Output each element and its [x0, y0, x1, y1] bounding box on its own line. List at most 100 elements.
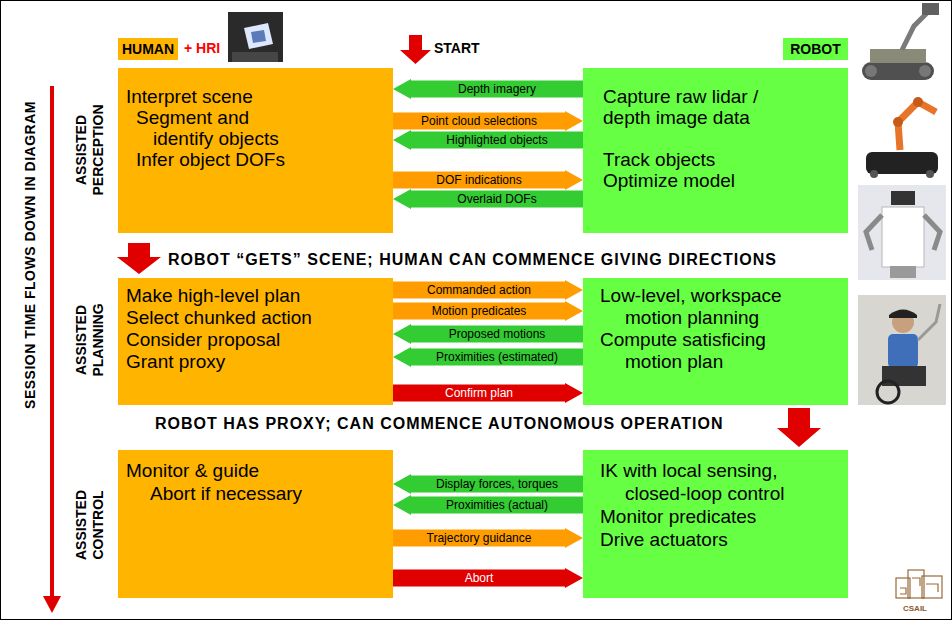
arrow-label: Trajectory guidance	[427, 531, 532, 545]
robot-body	[870, 49, 926, 63]
robot-base	[890, 266, 916, 278]
box-text: Grant proxy	[126, 351, 389, 373]
logo-window	[926, 584, 938, 592]
arm-robot-photo	[866, 97, 938, 178]
box-text: Infer object DOFs	[136, 149, 389, 170]
block-arrow	[393, 111, 583, 131]
box-text: Make high-level plan	[126, 285, 389, 307]
phase-arrow	[777, 408, 821, 447]
robot-head	[922, 3, 939, 15]
robot-task-box: Capture raw lidar / depth image dataTrac…	[583, 68, 848, 233]
block-arrow	[393, 324, 583, 344]
block-arrow	[393, 495, 583, 515]
block-arrow	[393, 528, 583, 548]
hri-tag: + HRI	[184, 40, 220, 57]
logo-window	[912, 578, 920, 586]
robot-arm	[898, 102, 936, 150]
box-text: ROBOT	[786, 38, 845, 60]
robot-task-box: IK with local sensing, closed-loop contr…	[583, 450, 848, 598]
tablet-image	[251, 30, 266, 43]
actor-tag: ROBOT	[783, 38, 848, 60]
robot-joint	[913, 97, 923, 107]
assistive-arm	[918, 304, 940, 340]
box-text: Monitor & guide	[126, 459, 389, 482]
box-text: Abort if necessary	[150, 482, 389, 505]
time-axis-label: SESSION TIME FLOWS DOWN IN DIAGRAM	[22, 101, 39, 409]
phase-transition-note: ROBOT “GETS” SCENE; HUMAN CAN COMMENCE G…	[168, 250, 777, 269]
box-text: IK with local sensing, closed-loop contr…	[625, 459, 815, 505]
box-text: Segment and identify objects	[153, 107, 293, 149]
human-task-box: Make high-level planSelect chunked actio…	[118, 278, 393, 405]
pr2-robot-photo	[858, 185, 946, 280]
start-arrow	[400, 35, 431, 64]
arrow-label: Point cloud selections	[421, 114, 537, 128]
block-arrow	[393, 189, 583, 209]
logo-text: CSAIL	[903, 603, 927, 614]
photo-ground	[858, 185, 946, 280]
logo-window	[900, 588, 906, 594]
arrow-label: Overlaid DOFs	[457, 192, 536, 206]
phase-label: ASSISTED PERCEPTION	[73, 94, 107, 206]
time-arrow	[43, 86, 61, 613]
arrow-label: Display forces, torques	[436, 477, 558, 491]
arrow-label: Highlighted objects	[446, 133, 547, 147]
box-text: HUMAN	[121, 38, 175, 60]
arrow-label: DOF indications	[436, 173, 521, 187]
robot-torso	[882, 207, 924, 267]
block-arrow	[393, 568, 583, 588]
box-text: Low-level, workspace motion planning	[625, 285, 815, 329]
logo-building	[922, 576, 942, 598]
block-arrow	[393, 383, 583, 403]
robot-base	[866, 152, 938, 174]
box-text: Optimize model	[603, 170, 844, 191]
box-text: Compute satisficing motion plan	[625, 329, 815, 373]
photo-ground	[228, 12, 283, 62]
start-label: START	[434, 40, 480, 57]
box-text: Drive actuators	[600, 528, 844, 551]
time-arrow-head	[43, 596, 61, 613]
arrow-label: Commanded action	[427, 283, 531, 297]
tablet-screen	[244, 23, 273, 49]
phase-transition-note: ROBOT HAS PROXY; CAN COMMENCE AUTONOMOUS…	[155, 414, 724, 433]
block-arrow	[393, 170, 583, 190]
block-arrow	[393, 474, 583, 494]
photo-ground	[858, 295, 946, 405]
phase-label: ASSISTED CONTROL	[73, 469, 107, 581]
box-text: Interpret scene	[126, 86, 389, 107]
robot-joint	[893, 117, 903, 127]
block-arrow	[393, 79, 583, 99]
wheelchair-photo	[858, 295, 946, 405]
wheelchair-wheel	[877, 381, 899, 403]
arrow-label: Proximities (estimated)	[436, 350, 558, 364]
block-arrow	[393, 130, 583, 150]
human-task-box: Monitor & guideAbort if necessary	[118, 450, 393, 598]
box-text: Capture raw lidar / depth image data	[603, 86, 783, 128]
phase-label: ASSISTED PLANNING	[73, 284, 107, 396]
box-text: Select chunked action	[126, 307, 389, 329]
tracked-robot-photo	[862, 3, 939, 80]
desk	[232, 52, 278, 62]
arrow-label: Depth imagery	[458, 82, 536, 96]
robot-arm	[924, 215, 940, 250]
robot-arm	[902, 12, 928, 50]
robot-wheel	[919, 65, 931, 77]
hri-photo	[228, 12, 283, 62]
arrow-label: Motion predicates	[432, 304, 527, 318]
arrow-label: Confirm plan	[445, 386, 513, 400]
box-text: Monitor predicates	[600, 505, 844, 528]
arrow-label: Proximities (actual)	[446, 498, 548, 512]
box-text: Track objects	[603, 149, 844, 170]
csail-logo	[896, 570, 942, 598]
robot-wheel	[926, 170, 934, 178]
box-text: Consider proposal	[126, 329, 389, 351]
time-arrow-shaft	[50, 86, 54, 598]
block-arrow	[393, 280, 583, 300]
actor-tag: HUMAN	[118, 38, 178, 60]
robot-arm	[866, 215, 882, 250]
arrow-label: Abort	[465, 571, 494, 585]
block-arrow	[393, 301, 583, 321]
person-hair	[889, 310, 917, 319]
